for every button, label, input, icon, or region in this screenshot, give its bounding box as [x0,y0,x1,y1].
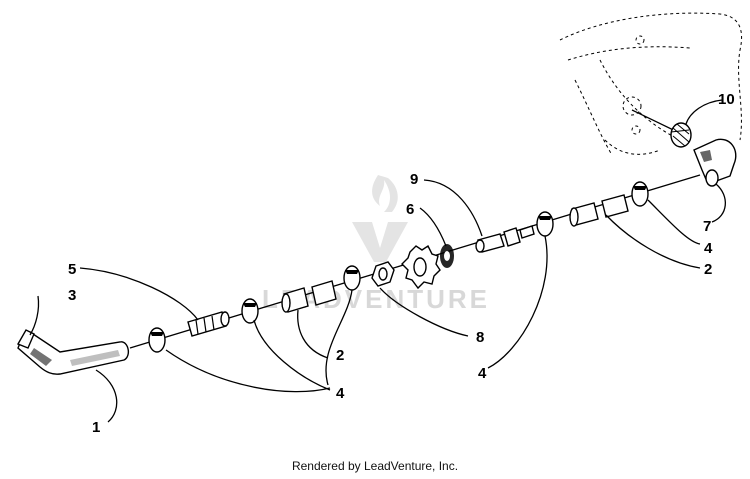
hex-nut-part [371,261,395,287]
washer-part [440,244,454,268]
footer-credit: Rendered by LeadVenture, Inc. [291,459,459,473]
callout-7: 7 [703,218,711,235]
clamp-part-d [536,211,554,237]
callout-10: 10 [718,91,735,108]
callout-2-right: 2 [704,261,712,278]
coupler-part-right [569,194,629,227]
flame-v-logo-icon [352,175,408,262]
coupler-part-left [281,280,337,313]
callout-4-right: 4 [704,240,713,257]
fitting-part [475,225,535,253]
callouts: 1 2 2 3 4 4 4 5 6 7 8 9 10 [68,91,735,436]
callout-9: 9 [410,171,418,188]
clamp-part-e [631,181,649,207]
callout-4-middle: 4 [478,365,487,382]
callout-3: 3 [68,287,76,304]
clamp-part-c [343,265,361,291]
threaded-connector-part [187,311,230,337]
engine-housing [559,12,743,156]
leader-lines [29,99,726,423]
callout-4-left: 4 [336,385,345,402]
callout-6: 6 [406,201,414,218]
elbow-fitting-part [693,138,737,187]
sprocket-part [401,244,441,290]
callout-8: 8 [476,329,484,346]
screen-filter-part [670,122,692,148]
bent-handle-part [16,329,130,375]
callout-2-left: 2 [336,347,344,364]
clamp-part-b [241,298,259,324]
clamp-part-a [148,327,166,353]
callout-5: 5 [68,261,76,278]
callout-1: 1 [92,419,100,436]
